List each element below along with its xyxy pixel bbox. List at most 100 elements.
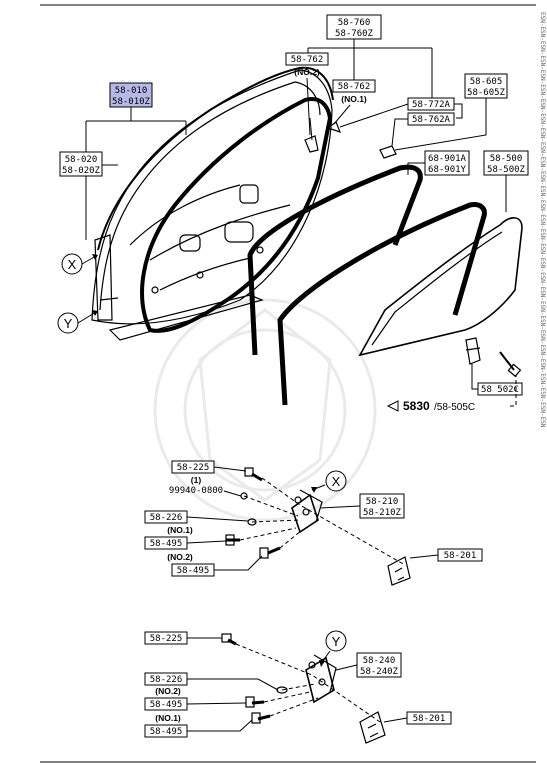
- svg-text:58-201: 58-201: [413, 714, 446, 724]
- reference-5830: 5830 /58-505C: [386, 399, 475, 413]
- glass-run-channel: [247, 164, 423, 356]
- label-h1-58-201: 58-201: [437, 548, 483, 562]
- label-h1-58-210: 58-210 58-210Z: [359, 493, 405, 519]
- watermark-emblem: [153, 298, 377, 522]
- svg-text:58 502C: 58 502C: [481, 385, 519, 395]
- svg-text:58-495: 58-495: [150, 727, 183, 737]
- lower-hinge-assembly: [221, 633, 386, 744]
- svg-text:X: X: [332, 474, 341, 489]
- svg-text:58-495: 58-495: [150, 700, 183, 710]
- svg-text:58-010: 58-010: [115, 86, 148, 96]
- arrow-x-hinge-head: [311, 487, 317, 493]
- door-shell: [91, 69, 333, 341]
- svg-text:58-772A: 58-772A: [412, 100, 451, 110]
- leader-h1-201: [409, 554, 439, 559]
- svg-text:58-225: 58-225: [177, 463, 210, 473]
- label-58-762-no2: 58-762 (NO.2): [285, 52, 329, 77]
- leader-h1-210: [319, 505, 361, 509]
- label-58-762-no1: 58-762 (NO.1): [332, 79, 376, 104]
- label-h2-58-226: 58-226: [144, 672, 188, 686]
- lower-hinge-dashed-lines: [235, 643, 381, 723]
- label-58-502c: 58 502C: [477, 382, 523, 396]
- label-h1-note-1: (1): [191, 475, 202, 485]
- leader-h2-226: [187, 678, 279, 691]
- label-58-605: 58-605 58-605Z: [464, 73, 508, 99]
- svg-text:58-762: 58-762: [338, 82, 371, 92]
- label-58-010: 58-010 58-010Z: [109, 82, 153, 108]
- glass-bolt: [499, 351, 522, 378]
- svg-text:58-225: 58-225: [150, 634, 183, 644]
- door-glass: [358, 217, 523, 357]
- leader-68-901a: [407, 162, 425, 175]
- svg-text:58-500Z: 58-500Z: [487, 165, 526, 175]
- svg-text:58-020Z: 58-020Z: [62, 166, 101, 176]
- svg-text:58-240Z: 58-240Z: [360, 667, 399, 677]
- label-h1-58-225: 58-225: [171, 460, 215, 474]
- arrow-x-top-head: [92, 254, 98, 260]
- label-h1-no2: (NO.2): [167, 552, 193, 562]
- svg-text:58-605: 58-605: [470, 77, 503, 87]
- edge-watermark-text: ESN-ESN-ESN-ESN-ESN-ESN-ESN-ESN-ESN-ESN-…: [539, 12, 546, 428]
- highlight-58-010: [109, 82, 153, 108]
- svg-text:58-495: 58-495: [150, 539, 183, 549]
- leader-58-772a: [339, 103, 409, 128]
- label-h2-58-225: 58-225: [144, 631, 188, 645]
- svg-text:58-760: 58-760: [338, 18, 371, 28]
- leader-58-010: [85, 107, 187, 240]
- glass-edge-line: [371, 231, 503, 346]
- arrow-x-top: [81, 255, 97, 265]
- arrow-y-hinge-head: [319, 660, 325, 667]
- svg-text:58-240: 58-240: [363, 656, 396, 666]
- leader-h1-99940: [223, 490, 242, 497]
- leader-58-772a-b: [454, 103, 463, 119]
- reference-dashed-leader: [510, 376, 517, 407]
- callout-y-hinge: Y: [325, 630, 347, 652]
- arrow-y-top: [77, 311, 97, 324]
- svg-text:58-020: 58-020: [65, 155, 98, 165]
- label-h2-58-495-a: 58-495: [144, 697, 188, 711]
- svg-text:58-210: 58-210: [366, 497, 399, 507]
- leader-h2-240: [335, 664, 358, 671]
- svg-text:68-901Y: 68-901Y: [428, 165, 467, 175]
- reference-arrow-icon: [386, 400, 399, 412]
- leader-58-762a: [391, 118, 408, 147]
- label-58-020: 58-020 58-020Z: [59, 151, 103, 177]
- svg-text:58-226: 58-226: [150, 513, 183, 523]
- upper-hinge-dashed-lines: [239, 477, 406, 566]
- label-h2-58-240: 58-240 58-240Z: [356, 652, 402, 678]
- leader-h2-495-b: [187, 719, 253, 732]
- label-h2-58-201: 58-201: [406, 711, 452, 725]
- leader-58-760: [307, 39, 433, 98]
- label-h1-no1: (NO.1): [167, 525, 193, 535]
- upper-hinge-assembly: [225, 467, 411, 586]
- svg-text:Y: Y: [332, 634, 341, 649]
- leader-h2-495-a: [186, 702, 247, 705]
- arrow-y-hinge: [321, 650, 331, 663]
- leader-h1-225: [213, 466, 247, 472]
- door-weatherstrip: [140, 97, 332, 333]
- label-h1-58-495-a: 58-495: [144, 536, 188, 550]
- leader-h1-495-b: [214, 555, 263, 571]
- label-h2-no1: (NO.1): [155, 713, 181, 723]
- svg-text:58-760Z: 58-760Z: [335, 29, 374, 39]
- svg-text:58-495: 58-495: [177, 566, 210, 576]
- leader-h2-201: [383, 717, 408, 723]
- label-68-901a: 68-901A 68-901Y: [424, 150, 470, 176]
- glass-channel-clip: [465, 337, 481, 365]
- svg-text:58-762A: 58-762A: [412, 115, 451, 125]
- label-h1-58-226: 58-226: [144, 510, 188, 524]
- label-58-760: 58-760 58-760Z: [326, 14, 382, 40]
- callout-x-hinge: X: [325, 470, 347, 492]
- label-h2-no2: (NO.2): [155, 686, 181, 696]
- arrow-y-top-head: [92, 310, 98, 316]
- svg-text:58-500: 58-500: [490, 154, 523, 164]
- weatherstrip-clip: [304, 117, 319, 153]
- svg-text:58-201: 58-201: [444, 551, 477, 561]
- svg-text:58-210Z: 58-210Z: [363, 508, 402, 518]
- glass-run-channel-2: [277, 202, 487, 406]
- svg-text:68-901A: 68-901A: [428, 154, 467, 164]
- svg-text:/58-505C: /58-505C: [434, 402, 475, 413]
- door-frame-outline: [97, 66, 334, 251]
